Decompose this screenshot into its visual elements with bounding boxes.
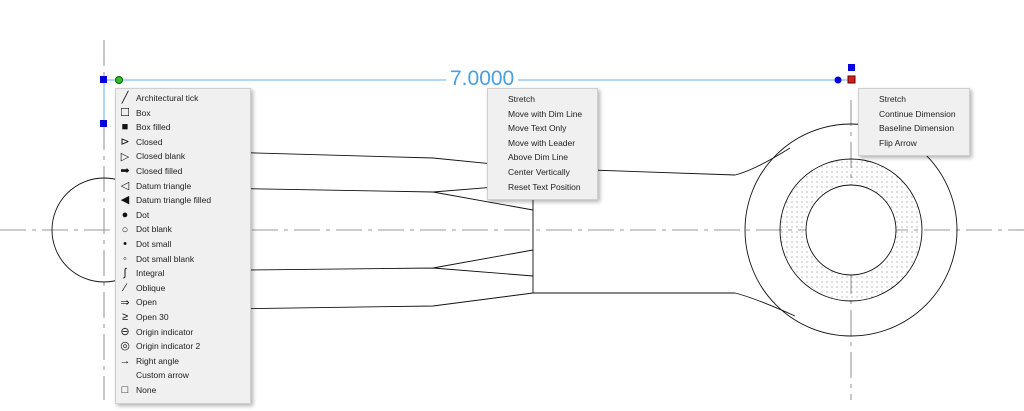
menu-item-label: Open <box>136 297 157 308</box>
menu-item-label: Dot <box>136 209 150 220</box>
menu-item-flip-arrow[interactable]: Flip Arrow <box>879 137 917 148</box>
menu-item-move-with-dim-line[interactable]: Move with Dim Line <box>508 108 583 119</box>
menu-item-box[interactable]: ☐ Box <box>116 106 250 121</box>
dimension-text[interactable]: 7.0000 <box>446 66 519 92</box>
menu-item-oblique[interactable]: ∕ Oblique <box>116 281 250 296</box>
menu-item-label: Box <box>136 107 151 118</box>
closed-filled-arrow-icon: ➡ <box>120 165 130 178</box>
menu-item-label: Origin indicator 2 <box>136 341 201 352</box>
menu-item-baseline-dimension[interactable]: Baseline Dimension <box>879 123 955 134</box>
menu-item-datum-triangle[interactable]: ◁ Datum triangle <box>116 179 250 194</box>
menu-item-move-text-only[interactable]: Move Text Only <box>508 123 567 134</box>
hot-grip-right[interactable] <box>847 75 856 84</box>
connecting-rod-outline <box>149 147 796 317</box>
menu-item-open-30[interactable]: ≥ Open 30 <box>116 310 250 325</box>
menu-item-reset-text-position[interactable]: Reset Text Position <box>508 181 581 192</box>
menu-item-closed-blank[interactable]: ▷ Closed blank <box>116 149 250 164</box>
menu-item-dot-blank[interactable]: ○ Dot blank <box>116 222 250 237</box>
box-filled-icon: ■ <box>121 121 129 134</box>
menu-item-right-angle[interactable]: → Right angle <box>116 354 250 369</box>
right-bore-circle <box>805 184 897 276</box>
grip-right-ext[interactable] <box>848 64 855 71</box>
menu-item-label: None <box>136 384 157 395</box>
menu-item-label: Datum triangle filled <box>136 195 212 206</box>
menu-item-integral[interactable]: ∫ Integral <box>116 266 250 281</box>
menu-item-label: Closed filled <box>136 165 183 176</box>
origin-indicator-icon: ⊖ <box>120 325 130 338</box>
origin-indicator-2-icon: ◎ <box>120 340 130 353</box>
menu-item-custom-arrow[interactable]: Custom arrow <box>116 368 250 383</box>
dot-small-icon: • <box>123 238 127 251</box>
menu-item-label: Dot small <box>136 238 172 249</box>
menu-item-continue-dimension[interactable]: Continue Dimension <box>879 108 956 119</box>
right-angle-icon: → <box>119 354 131 367</box>
right-outer-circle <box>744 123 958 337</box>
grip-left-ext[interactable] <box>100 120 107 127</box>
dot-small-blank-icon: ◦ <box>123 252 127 265</box>
menu-item-label: Closed blank <box>136 151 186 162</box>
closed-blank-arrow-icon: ▷ <box>120 150 130 163</box>
dot-icon: ● <box>121 209 129 222</box>
closed-arrow-icon: ⊳ <box>120 136 130 149</box>
menu-item-label: Architectural tick <box>136 93 199 103</box>
menu-item-box-filled[interactable]: ■ Box filled <box>116 120 250 135</box>
arrowhead-context-menu: ╱ Architectural tick ☐ Box ■ Box filled ⊳ Close… <box>115 88 251 404</box>
menu-item-origin-indicator[interactable]: ⊖ Origin indicator <box>116 325 250 340</box>
menu-item-center-vertically[interactable]: Center Vertically <box>508 166 570 177</box>
menu-item-none[interactable]: □ None <box>116 383 250 398</box>
datum-triangle-filled-icon: ◀ <box>120 194 130 207</box>
menu-item-label: Datum triangle <box>136 180 192 191</box>
menu-item-move-with-leader[interactable]: Move with Leader <box>508 137 576 148</box>
menu-item-dot-small-blank[interactable]: ◦ Dot small blank <box>116 252 250 267</box>
grip-arrow-left[interactable] <box>115 76 123 84</box>
menu-item-origin-indicator-2[interactable]: ◎ Origin indicator 2 <box>116 339 250 354</box>
menu-item-label: Custom arrow <box>136 370 189 381</box>
menu-item-open[interactable]: ⇒ Open <box>116 295 250 310</box>
menu-item-stretch[interactable]: Stretch <box>879 94 906 104</box>
none-icon: □ <box>121 384 129 397</box>
menu-item-label: Dot small blank <box>136 253 195 264</box>
menu-item-dot-small[interactable]: • Dot small <box>116 237 250 252</box>
menu-item-label: Closed <box>136 136 163 147</box>
architectural-tick-icon: ╱ <box>121 92 129 105</box>
open-30-arrow-icon: ≥ <box>121 311 129 324</box>
menu-item-stretch[interactable]: Stretch <box>508 94 535 104</box>
open-arrow-icon: ⇒ <box>120 296 130 309</box>
menu-item-label: Right angle <box>136 355 180 366</box>
menu-item-closed-filled[interactable]: ➡ Closed filled <box>116 164 250 179</box>
menu-item-architectural-tick[interactable]: ╱ Architectural tick <box>116 91 250 106</box>
oblique-icon: ∕ <box>124 282 126 295</box>
menu-item-label: Integral <box>136 268 165 279</box>
menu-item-label: Dot blank <box>136 224 172 235</box>
menu-item-above-dim-line[interactable]: Above Dim Line <box>508 152 569 163</box>
dot-blank-icon: ○ <box>121 223 129 236</box>
menu-item-label: Oblique <box>136 282 166 293</box>
menu-item-label: Box filled <box>136 122 171 133</box>
datum-triangle-icon: ◁ <box>120 179 130 192</box>
menu-item-label: Open 30 <box>136 311 169 322</box>
box-icon: ☐ <box>120 106 130 119</box>
menu-item-closed[interactable]: ⊳ Closed <box>116 135 250 150</box>
integral-icon: ∫ <box>123 267 127 280</box>
menu-item-dot[interactable]: ● Dot <box>116 208 250 223</box>
menu-item-datum-triangle-filled[interactable]: ◀ Datum triangle filled <box>116 193 250 208</box>
grip-left[interactable] <box>100 76 107 83</box>
menu-item-label: Origin indicator <box>136 326 194 337</box>
grip-arrow-right[interactable] <box>834 76 842 84</box>
